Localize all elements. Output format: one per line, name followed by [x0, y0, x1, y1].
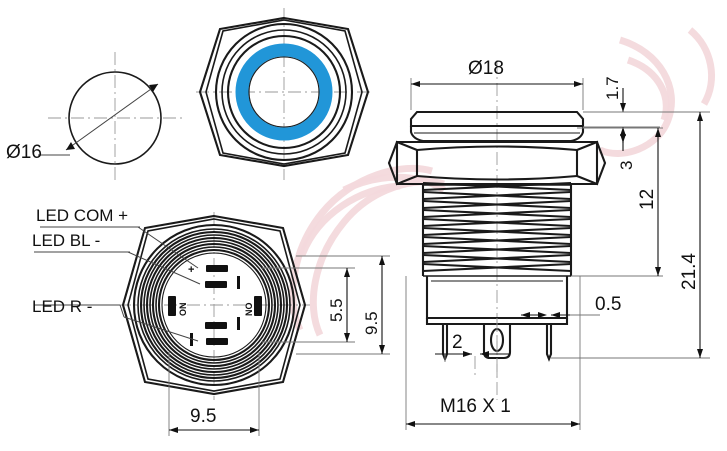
front-hex-view	[196, 8, 372, 180]
dim-2: 2	[452, 332, 463, 353]
leader-label-led-bl: LED BL -	[32, 231, 100, 250]
terminal-on-label: ON	[178, 303, 188, 317]
pin-right	[545, 322, 553, 362]
terminal-no	[254, 296, 262, 316]
dim-12: 12	[637, 189, 658, 210]
thread-spec-label: M16 X 1	[440, 396, 511, 417]
dim-1-7: 1.7	[603, 76, 622, 100]
dim-5-5: 5.5	[327, 298, 346, 322]
terminal-led-bl	[205, 281, 227, 288]
leader-label-led-r: LED R -	[32, 297, 92, 316]
thread-profile	[421, 181, 573, 277]
dim-3: 3	[617, 161, 636, 170]
terminal-on	[168, 296, 176, 316]
dim-9-5-vertical: 9.5	[362, 311, 381, 335]
terminal-no-b	[205, 322, 227, 329]
terminal-led-com	[206, 265, 228, 272]
led-ring	[235, 43, 333, 141]
dim-21-4: 21.4	[679, 253, 700, 290]
button-cap-top-view: Ø16	[6, 52, 182, 184]
watermark	[289, 27, 715, 337]
terminal-led-r	[206, 338, 228, 345]
bottom-terminal-view: + ON NO LED COM + LED BL - LED R -	[32, 206, 390, 436]
leader-label-led-com: LED COM +	[36, 206, 128, 225]
pin-left	[441, 322, 449, 362]
cap-diameter-label: Ø16	[6, 142, 42, 163]
dim-0-5: 0.5	[595, 294, 621, 315]
terminal-plus-mark: +	[188, 264, 194, 276]
side-section-view: Ø18 1.7 3 12 21.4 0.5	[387, 58, 710, 430]
dim-d18: Ø18	[468, 58, 504, 79]
terminal-no-label: NO	[244, 303, 254, 317]
dim-9-5-horizontal: 9.5	[190, 406, 216, 427]
